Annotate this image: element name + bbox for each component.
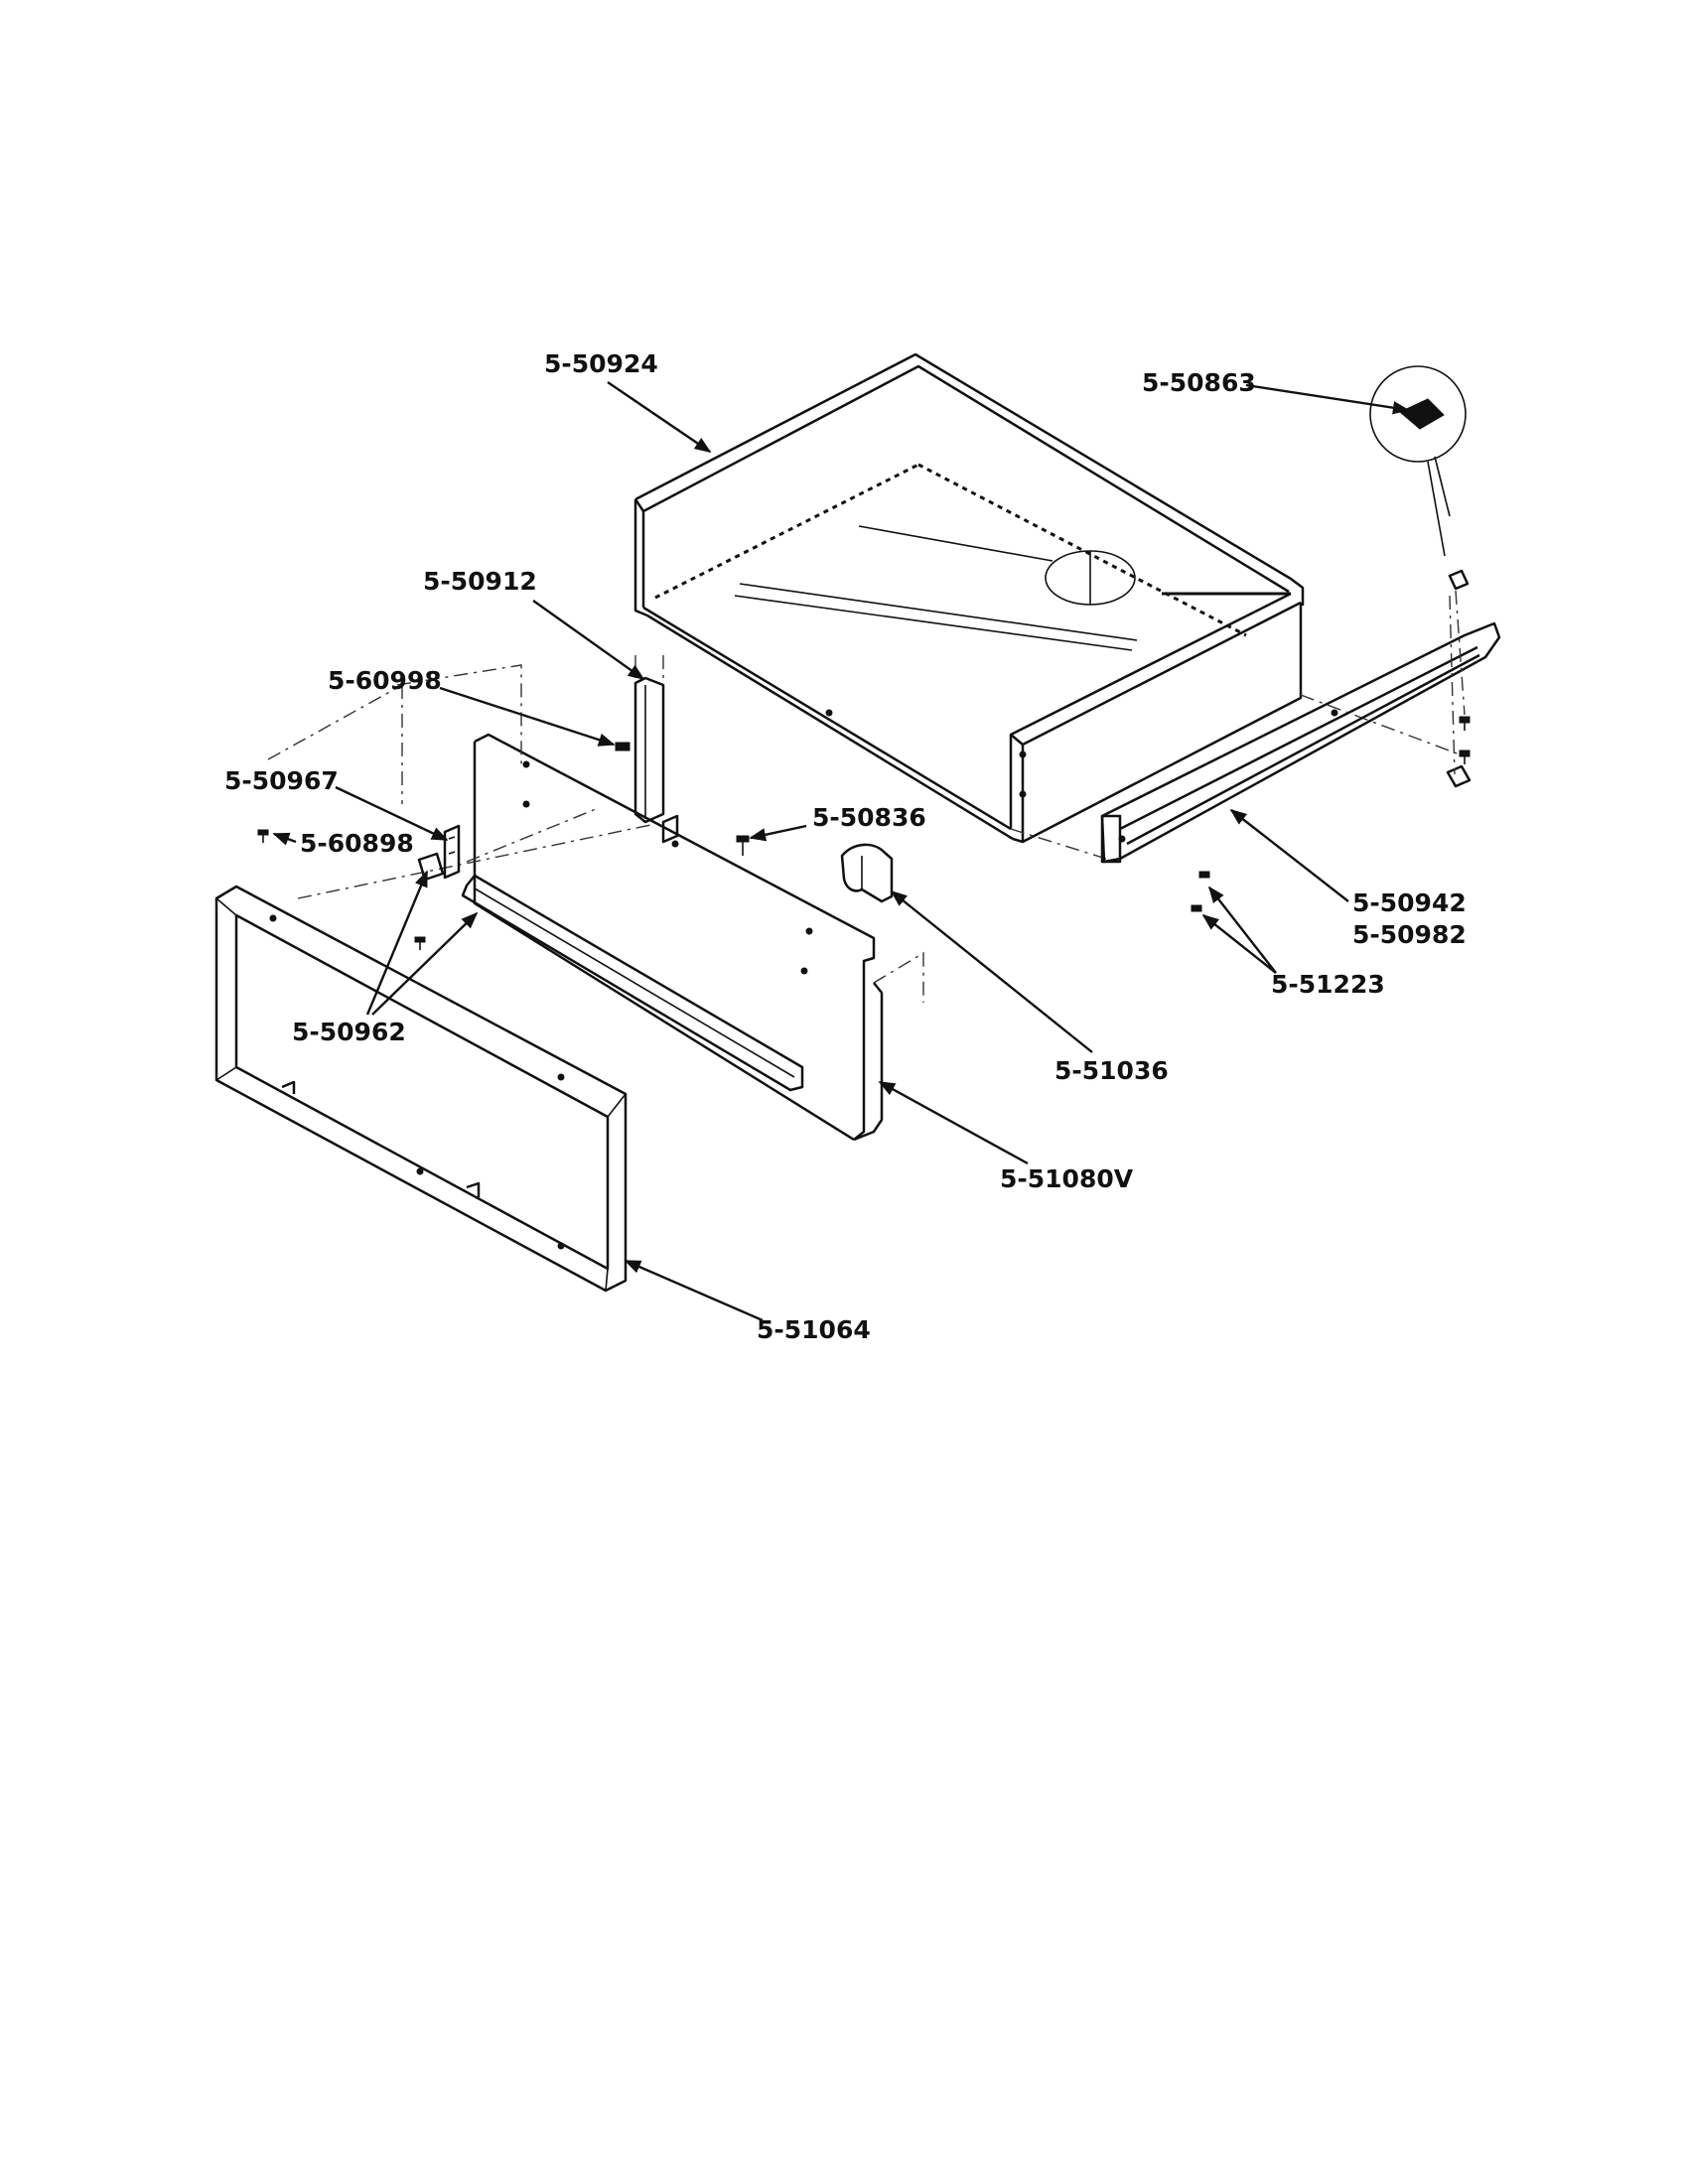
label-5-50942: 5-50942	[1352, 888, 1467, 917]
front-frame	[214, 885, 628, 1293]
roller-detail	[1369, 365, 1470, 716]
label-5-60898: 5-60898	[300, 829, 414, 858]
label-5-50912: 5-50912	[423, 567, 537, 596]
drawer-box	[633, 352, 1461, 860]
inner-panel	[267, 664, 924, 1142]
bracket	[840, 843, 894, 903]
label-5-51064: 5-51064	[757, 1315, 871, 1344]
label-5-50924: 5-50924	[544, 349, 658, 378]
handle-bar	[461, 874, 804, 1092]
label-5-50967: 5-50967	[224, 766, 339, 795]
label-5-60998: 5-60998	[328, 666, 442, 695]
label-5-50836: 5-50836	[812, 803, 926, 832]
part-labels: 5-50924 5-50863 5-50912 5-60998 5-50967 …	[224, 349, 1467, 1344]
screw-group-rail	[1191, 595, 1472, 912]
side-channel	[633, 655, 679, 844]
leader-lines	[272, 381, 1410, 1322]
label-5-50863: 5-50863	[1142, 368, 1256, 397]
label-5-50962: 5-50962	[292, 1018, 406, 1046]
label-5-51223: 5-51223	[1271, 970, 1385, 999]
label-5-50982: 5-50982	[1352, 920, 1467, 949]
label-5-51080v: 5-51080V	[1000, 1164, 1134, 1193]
slide-rail	[1100, 621, 1501, 864]
label-5-51036: 5-51036	[1054, 1056, 1169, 1085]
hardware-bits	[257, 742, 750, 950]
